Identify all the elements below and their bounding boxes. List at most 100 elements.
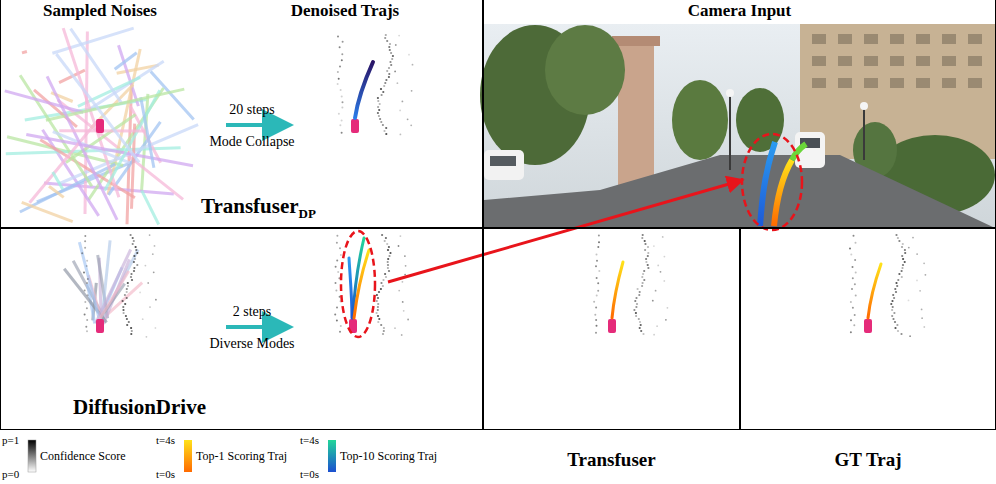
lidar-point	[643, 279, 645, 281]
lidar-point	[146, 336, 148, 338]
lidar-point	[389, 252, 391, 254]
lidar-point	[84, 301, 86, 303]
lidar-point	[378, 318, 380, 320]
lidar-point	[923, 262, 925, 264]
lidar-point	[656, 325, 658, 327]
lidar-point	[593, 301, 595, 303]
lidar-point	[852, 277, 854, 279]
lidar-point	[849, 248, 851, 250]
lidar-point	[398, 35, 400, 37]
lidar-point	[135, 249, 137, 251]
lidar-point	[335, 266, 337, 268]
lidar-point	[921, 317, 923, 319]
panel-title-text: Transfuser	[567, 449, 655, 470]
lidar-point	[133, 270, 135, 272]
lidar-point	[334, 313, 336, 315]
lidar-point	[377, 97, 379, 99]
lidar-point	[642, 333, 644, 335]
lidar-point	[338, 113, 340, 115]
lidar-point	[339, 46, 341, 48]
lidar-point	[596, 325, 598, 327]
lidar-point	[410, 124, 412, 126]
lidar-point	[895, 234, 897, 236]
lidar-point	[647, 252, 649, 254]
lidar-point	[384, 37, 386, 39]
lidar-point	[336, 320, 338, 322]
lidar-point	[340, 325, 342, 327]
lidar-point	[126, 288, 128, 290]
lidar-point	[341, 106, 343, 108]
lidar-point	[405, 265, 407, 267]
lidar-point	[384, 82, 386, 84]
lidar-point	[385, 34, 387, 36]
lidar-point	[382, 279, 384, 281]
lidar-point	[407, 319, 409, 321]
lidar-point	[377, 100, 379, 102]
lidar-point	[342, 41, 344, 43]
lidar-point	[123, 312, 125, 314]
lidar-point	[645, 261, 647, 263]
lidar-point	[136, 252, 138, 254]
lidar-point	[890, 303, 892, 305]
lidar-point	[136, 264, 138, 266]
lidar-point	[378, 109, 380, 111]
legend-text: Confidence Score	[40, 449, 126, 464]
lidar-point	[894, 288, 896, 290]
lidar-point	[850, 301, 852, 303]
lidar-point	[891, 300, 893, 302]
lidar-point	[341, 120, 343, 122]
lidar-point	[412, 64, 414, 66]
lidar-point	[147, 282, 149, 284]
legend-entry: Top-1 Scoring Traj	[196, 449, 287, 464]
noise-line	[56, 54, 139, 162]
lidar-point	[898, 273, 900, 275]
lidar-point	[662, 236, 664, 238]
lidar-point	[908, 247, 910, 249]
lidar-point	[388, 73, 390, 75]
panel-title: GT Traj	[741, 449, 995, 471]
lidar-point	[400, 235, 402, 237]
scale-label: t=4s	[156, 434, 175, 447]
lidar-point	[149, 306, 151, 308]
camera-photo	[480, 24, 995, 230]
panel-title: Transfuser	[484, 449, 739, 471]
lidar-point	[641, 285, 643, 287]
lidar-point	[341, 95, 343, 97]
lidar-point	[388, 255, 390, 257]
lidar-point	[855, 242, 857, 244]
lidar-point	[401, 334, 403, 336]
lidar-point	[642, 273, 644, 275]
lidar-point	[388, 270, 390, 272]
lidar-point	[892, 294, 894, 296]
scale-label: p=1	[2, 434, 19, 447]
lidar-point	[639, 327, 641, 329]
lidar-point	[381, 234, 383, 236]
lidar-point	[642, 282, 644, 284]
lidar-point	[908, 300, 910, 302]
lidar-point	[339, 247, 341, 249]
lidar-point	[340, 254, 342, 256]
lidar-point	[408, 54, 410, 56]
lidar-point	[900, 333, 902, 335]
step-label: 20 steps	[229, 102, 275, 118]
lidar-point	[133, 240, 135, 242]
lidar-point	[902, 264, 904, 266]
legend-text: Top-1 Scoring Traj	[196, 449, 287, 464]
lidar-point	[642, 234, 644, 236]
lidar-point	[133, 267, 135, 269]
scale-label: t=0s	[300, 468, 319, 481]
lidar-point	[132, 243, 134, 245]
lidar-point	[380, 121, 382, 123]
noise-line	[63, 28, 119, 197]
noise-line	[47, 76, 117, 220]
lidar-point	[598, 270, 600, 272]
lidar-point	[664, 256, 666, 258]
lidar-point	[85, 326, 87, 328]
lidar-point	[595, 306, 597, 308]
panel-title: Camera Input	[484, 1, 995, 21]
lidar-point	[854, 259, 856, 261]
lidar-point	[901, 270, 903, 272]
lidar-point	[596, 295, 598, 297]
step-label: 2 steps	[233, 304, 272, 320]
lidar-point	[891, 315, 893, 317]
